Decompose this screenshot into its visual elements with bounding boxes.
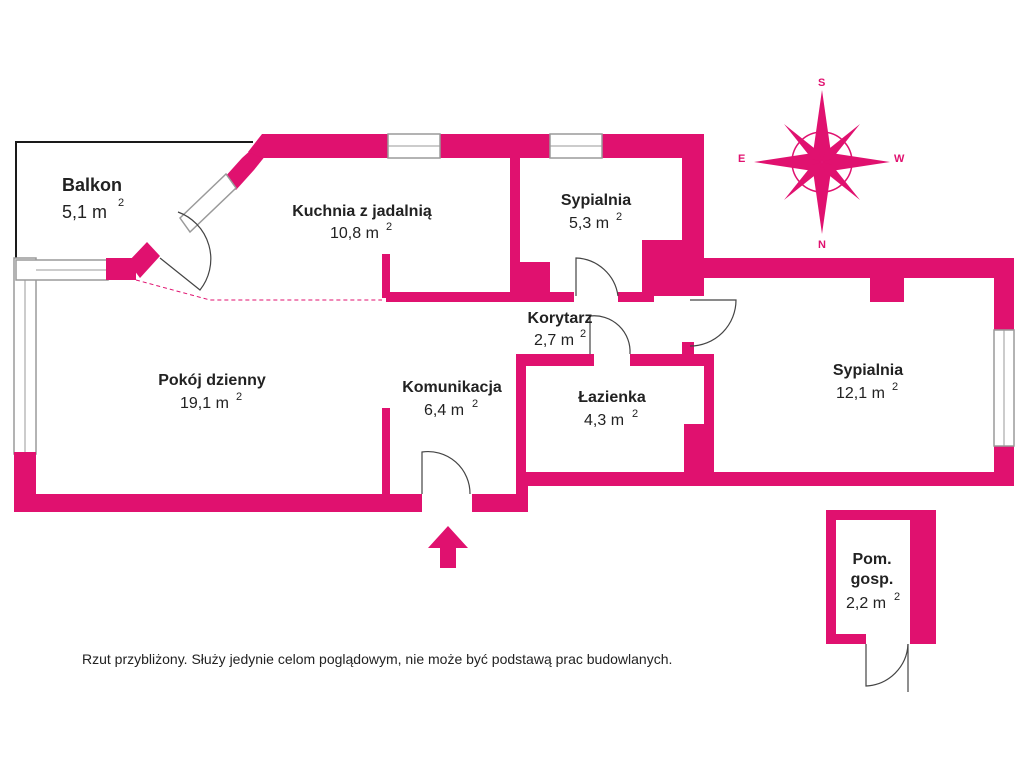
room-name-pom-line2: gosp. xyxy=(851,571,894,588)
room-area-korytarz: 2,7 m xyxy=(534,332,574,349)
room-area-kuchnia: 10,8 m xyxy=(330,225,379,242)
room-area-balkon: 5,1 m xyxy=(62,202,107,222)
room-area-sup: 2 xyxy=(386,221,392,233)
room-name-sypialnia-large: Sypialnia xyxy=(833,362,903,379)
compass-e: E xyxy=(738,153,745,165)
room-name-korytarz: Korytarz xyxy=(528,310,593,327)
room-area-sup: 2 xyxy=(118,197,124,209)
compass-w: W xyxy=(894,153,905,165)
room-name-kuchnia: Kuchnia z jadalnią xyxy=(292,203,432,220)
room-area-sup: 2 xyxy=(894,591,900,603)
room-area-pokoj: 19,1 m xyxy=(180,395,229,412)
room-area-sup: 2 xyxy=(580,328,586,340)
room-name-balkon: Balkon xyxy=(62,175,122,195)
disclaimer-text: Rzut przybliżony. Służy jedynie celom po… xyxy=(82,651,673,667)
room-name-sypialnia-small: Sypialnia xyxy=(561,192,631,209)
room-name-lazienka: Łazienka xyxy=(578,389,646,406)
compass-s: S xyxy=(818,77,825,89)
up-arrow-icon xyxy=(428,526,468,568)
room-area-sypialnia-large: 12,1 m xyxy=(836,385,885,402)
room-name-pom-line1: Pom. xyxy=(852,551,891,568)
room-area-sup: 2 xyxy=(472,398,478,410)
room-area-sup: 2 xyxy=(616,211,622,223)
balcony-outline xyxy=(15,141,253,258)
room-area-sup: 2 xyxy=(236,391,242,403)
room-area-komunikacja: 6,4 m xyxy=(424,402,464,419)
room-area-pom: 2,2 m xyxy=(846,595,886,612)
room-name-pokoj: Pokój dzienny xyxy=(158,372,266,389)
compass-n: N xyxy=(818,239,826,251)
room-area-sup: 2 xyxy=(892,381,898,393)
room-area-sup: 2 xyxy=(632,408,638,420)
room-name-komunikacja: Komunikacja xyxy=(402,379,502,396)
walls xyxy=(13,133,1015,692)
room-area-lazienka: 4,3 m xyxy=(584,412,624,429)
room-area-sypialnia-small: 5,3 m xyxy=(569,215,609,232)
compass-rose-icon: S N E W xyxy=(738,77,905,251)
room-labels: Balkon 5,1 m 2 Kuchnia z jadalnią 10,8 m… xyxy=(62,175,903,612)
